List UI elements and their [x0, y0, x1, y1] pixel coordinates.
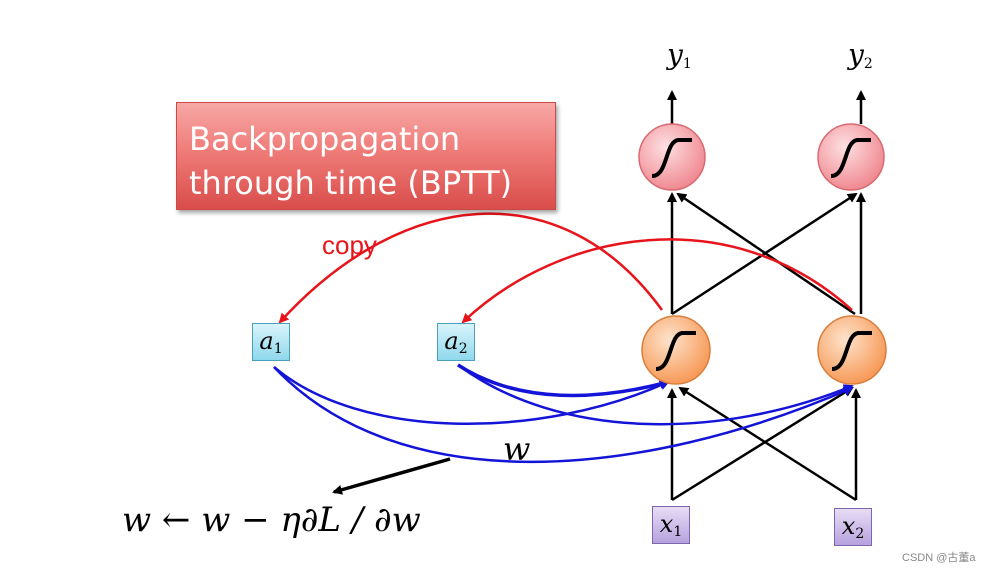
watermark: CSDN @古董a [902, 552, 976, 564]
edge-x2-h1 [678, 386, 857, 502]
memory-subscript: 1 [273, 341, 283, 357]
weight-arrow-a1-h1 [273, 366, 670, 426]
copy-label: copy [322, 230, 377, 260]
memory-symbol: a [259, 327, 274, 355]
copy-arrow-h1-to-a1 [278, 212, 664, 324]
update-rule: w ← w − η∂L / ∂w [122, 500, 421, 540]
input-cell-x2: x2 [834, 508, 872, 546]
output-neuron-2 [817, 123, 885, 191]
sigmoid-icon [651, 138, 692, 178]
copy-arrow-h2-to-a2 [461, 238, 853, 324]
sigmoid-icon [830, 138, 871, 178]
hidden-neuron-2 [817, 315, 887, 385]
weight-label: w [503, 430, 531, 468]
input-cell-x1: x1 [652, 506, 690, 544]
output-symbol: y [848, 38, 864, 71]
memory-symbol: a [444, 327, 459, 355]
output-neuron-1 [638, 123, 706, 191]
output-label-y2: y2 [848, 38, 873, 72]
title-line-2: through time (BPTT) [189, 164, 513, 202]
output-subscript: 2 [863, 56, 873, 72]
title-box: Backpropagation through time (BPTT) [176, 102, 556, 210]
input-symbol: x [841, 512, 856, 540]
input-symbol: x [659, 510, 674, 538]
sigmoid-icon [831, 331, 872, 371]
edge-x1-h2 [671, 386, 854, 502]
weight-update-pointer [332, 457, 451, 495]
memory-subscript: 2 [458, 341, 468, 357]
input-subscript: 2 [855, 526, 865, 542]
input-subscript: 1 [673, 524, 683, 540]
edge-h1-o2 [671, 192, 858, 316]
memory-cell-a1: a1 [252, 323, 290, 361]
weight-arrow-a2-h1 [457, 363, 670, 398]
output-symbol: y [667, 38, 683, 71]
edge-h2-o1 [676, 192, 856, 316]
output-label-y1: y1 [667, 38, 692, 72]
memory-cell-a2: a2 [437, 323, 475, 361]
title-line-1: Backpropagation [189, 120, 461, 158]
sigmoid-icon [655, 331, 696, 371]
output-subscript: 1 [682, 56, 692, 72]
weight-arrow-a2-h2 [457, 363, 854, 426]
hidden-neuron-1 [641, 315, 711, 385]
weight-arrow-a1-h2 [273, 366, 854, 464]
